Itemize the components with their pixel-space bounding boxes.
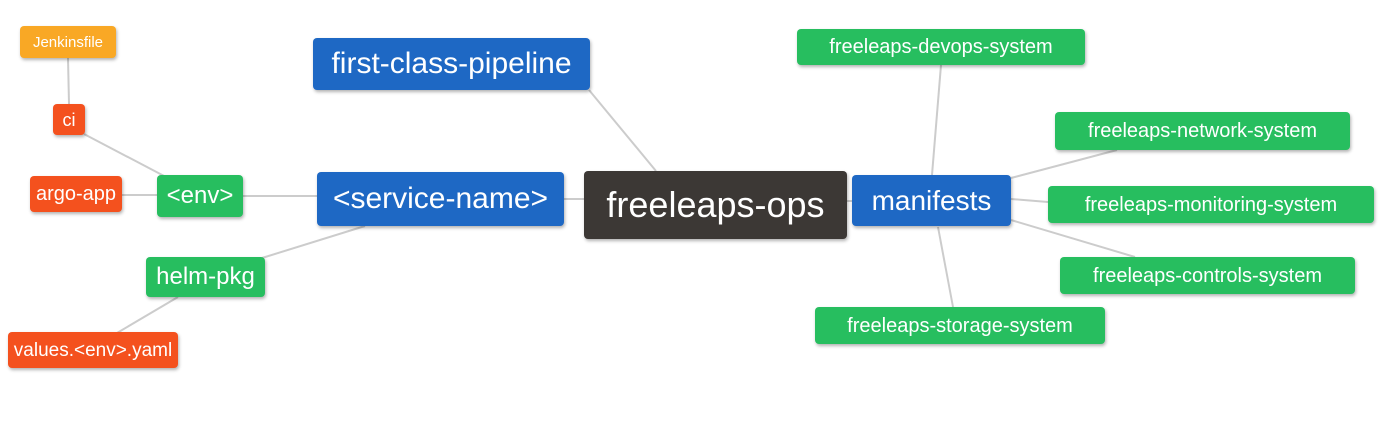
edge-manifests-to-network-system [1010, 149, 1118, 179]
node-label-jenkinsfile: Jenkinsfile [32, 33, 104, 51]
edge-jenkinsfile-to-ci [67, 57, 70, 105]
node-label-manifests: manifests [871, 184, 992, 216]
node-storage-system[interactable]: freeleaps-storage-system [815, 307, 1105, 344]
edge-manifests-to-monitoring-system [1010, 198, 1049, 203]
node-label-service-name: <service-name> [332, 182, 549, 215]
node-devops-system[interactable]: freeleaps-devops-system [797, 29, 1085, 65]
edge-manifests-to-controls-system [1010, 219, 1136, 258]
node-env[interactable]: <env> [157, 175, 243, 217]
node-label-devops-system: freeleaps-devops-system [829, 36, 1053, 58]
node-ci[interactable]: ci [53, 104, 85, 135]
node-label-network-system: freeleaps-network-system [1088, 120, 1317, 142]
edge-first-class-pipeline-to-freeleaps-ops [588, 89, 657, 172]
node-controls-system[interactable]: freeleaps-controls-system [1060, 257, 1355, 294]
node-helm-pkg[interactable]: helm-pkg [146, 257, 265, 297]
node-label-storage-system: freeleaps-storage-system [847, 314, 1073, 337]
node-label-values-env-yaml: values.<env>.yaml [13, 339, 173, 361]
node-values-env-yaml[interactable]: values.<env>.yaml [8, 332, 178, 368]
edge-helm-pkg-to-values-env-yaml [116, 296, 179, 334]
node-label-ci: ci [62, 109, 76, 130]
node-manifests[interactable]: manifests [852, 175, 1011, 226]
node-label-freeleaps-ops: freeleaps-ops [606, 184, 825, 225]
edge-service-name-to-helm-pkg [261, 225, 366, 259]
node-monitoring-system[interactable]: freeleaps-monitoring-system [1048, 186, 1374, 223]
edge-manifests-to-devops-system [931, 64, 942, 176]
node-jenkinsfile[interactable]: Jenkinsfile [20, 26, 116, 58]
node-argo-app[interactable]: argo-app [30, 176, 122, 212]
node-label-monitoring-system: freeleaps-monitoring-system [1084, 193, 1338, 216]
node-label-helm-pkg: helm-pkg [156, 263, 255, 290]
node-label-first-class-pipeline: first-class-pipeline [331, 47, 572, 80]
edge-manifests-to-storage-system [937, 226, 954, 308]
node-network-system[interactable]: freeleaps-network-system [1055, 112, 1350, 150]
node-service-name[interactable]: <service-name> [317, 172, 564, 226]
node-label-env: <env> [166, 182, 234, 209]
edge-ci-to-env [83, 133, 167, 178]
node-label-controls-system: freeleaps-controls-system [1093, 264, 1322, 287]
node-freeleaps-ops[interactable]: freeleaps-ops [584, 171, 847, 239]
node-label-argo-app: argo-app [35, 183, 117, 205]
node-first-class-pipeline[interactable]: first-class-pipeline [313, 38, 590, 90]
